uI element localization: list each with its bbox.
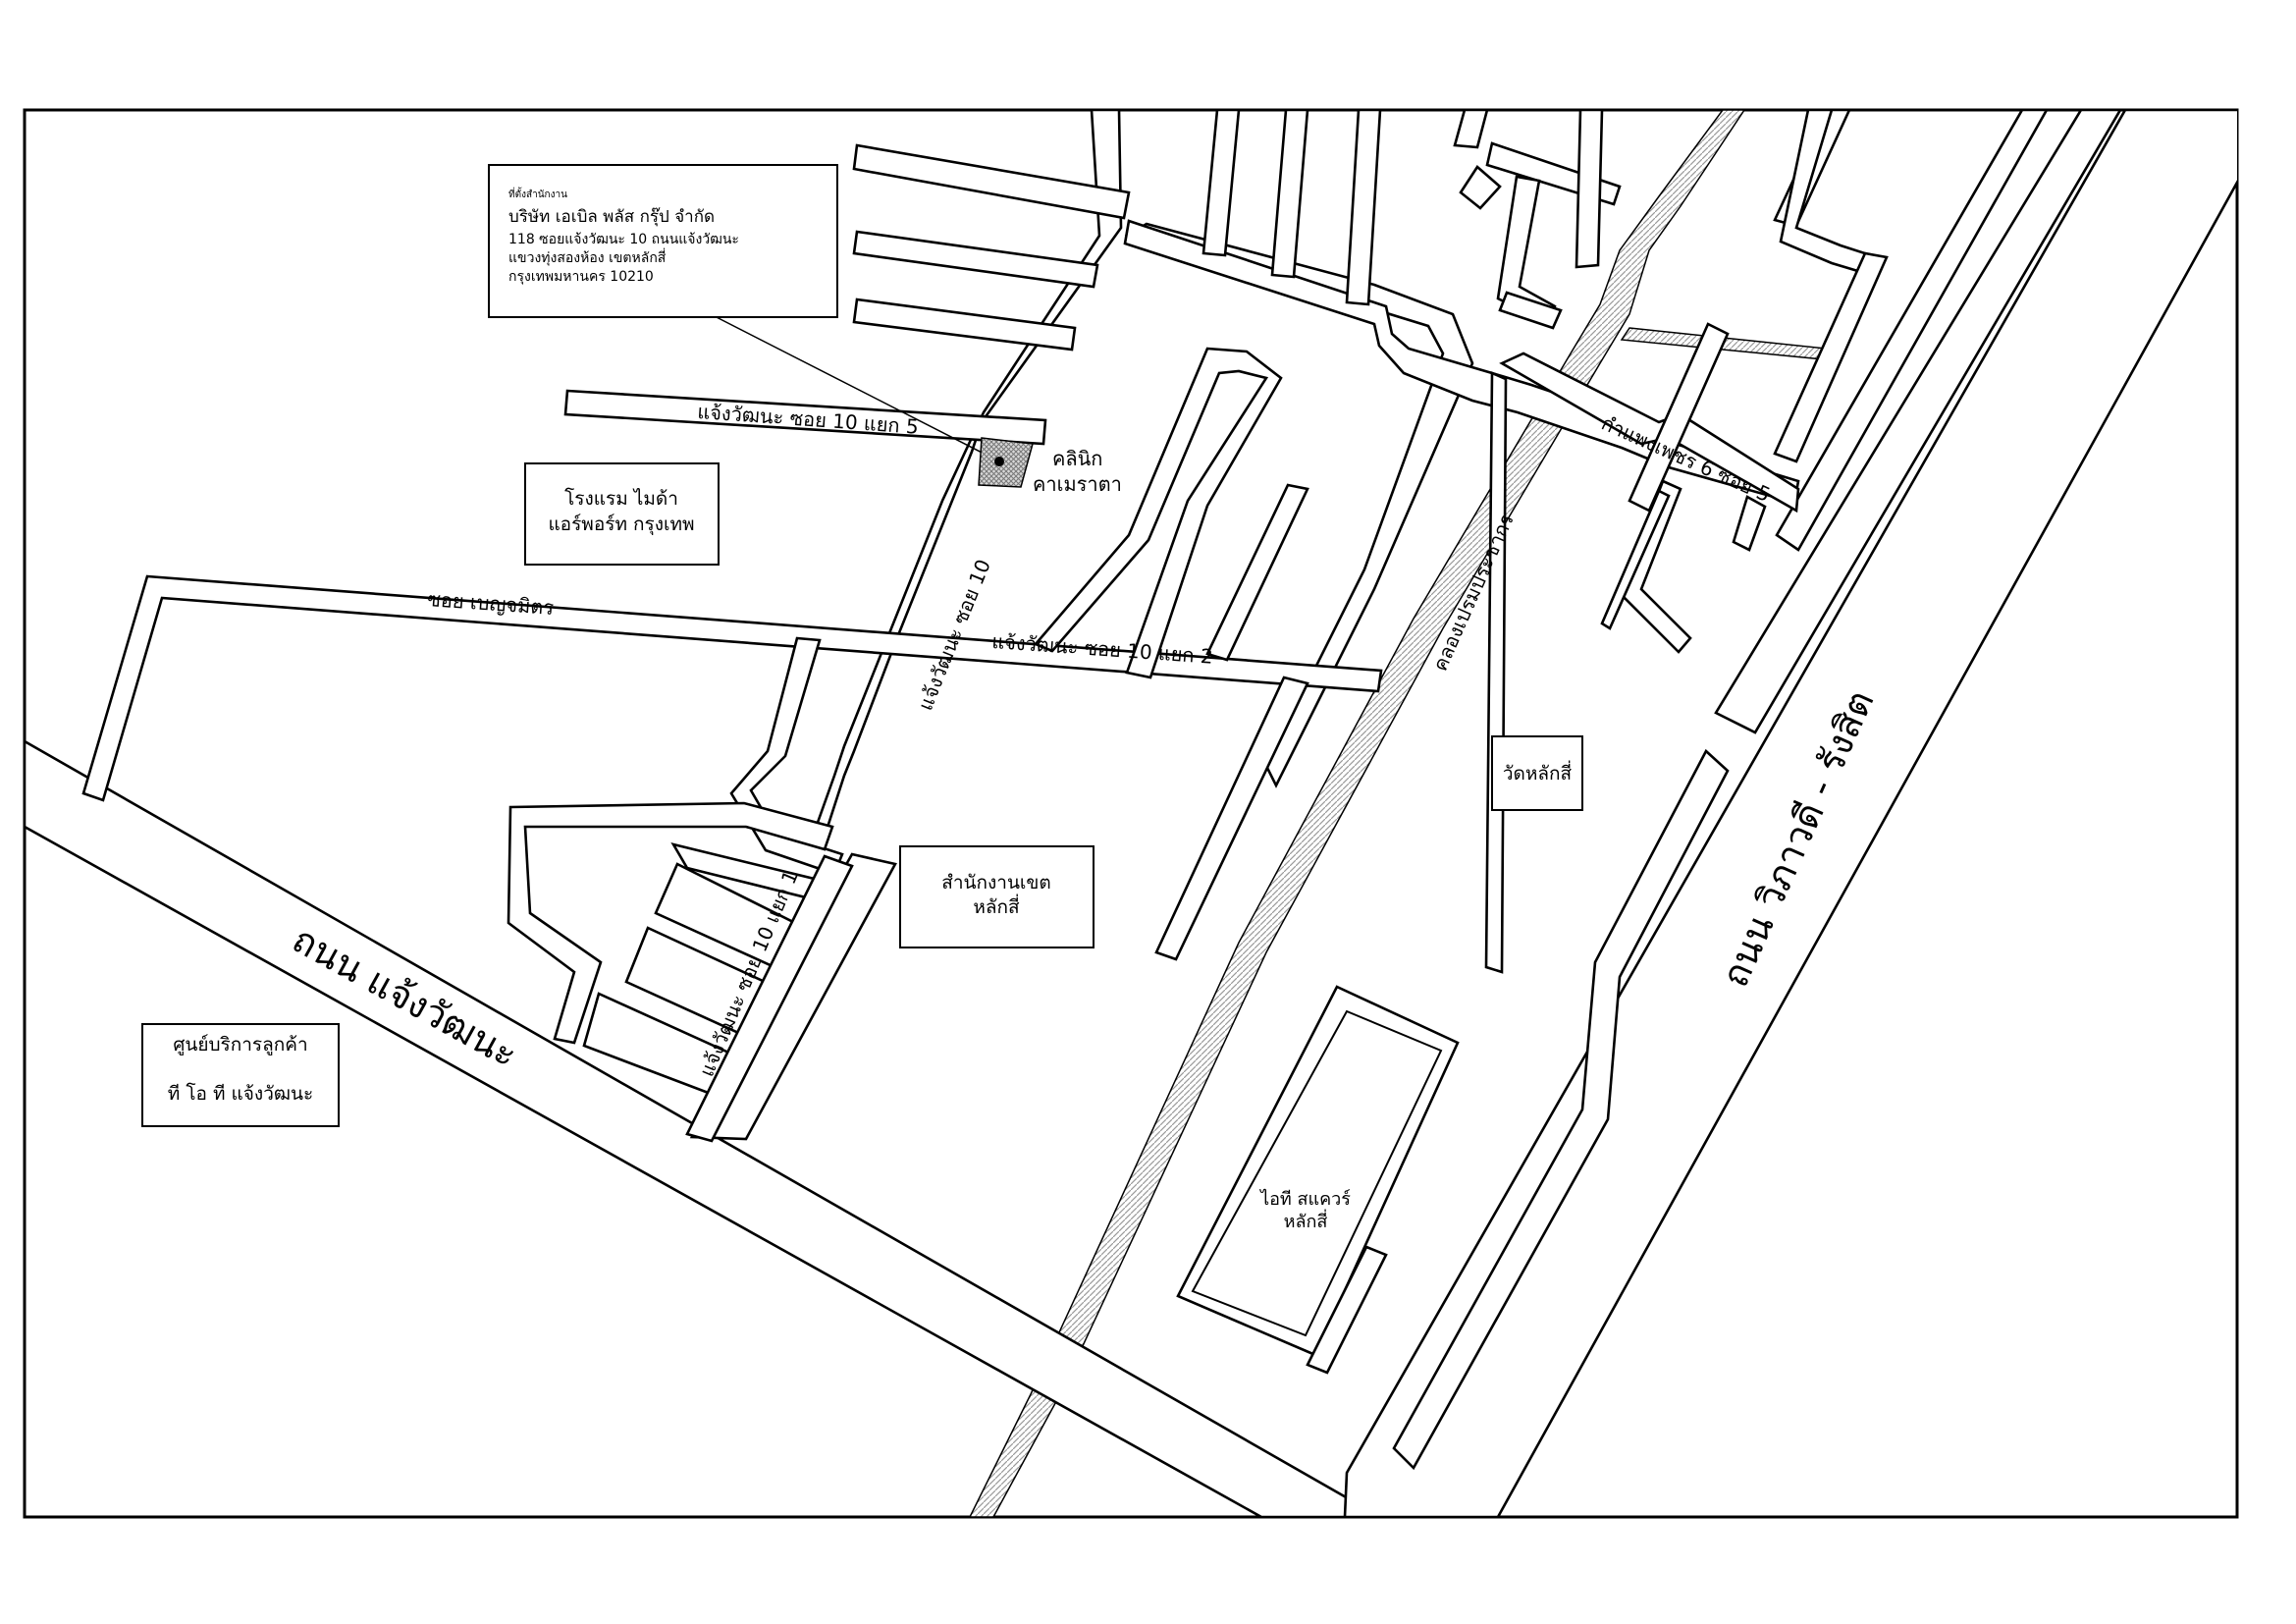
hotel-label-2: แอร์พอร์ท กรุงเทพ [548, 514, 694, 536]
district-office-label-1: สำนักงานเขต [941, 872, 1051, 893]
soi-10-yaek-2-branch-2 [1205, 483, 1309, 662]
soi-top-2 [852, 230, 1099, 289]
tot-label-1: ศูนย์บริการลูกค้า [173, 1034, 307, 1056]
soi-top-3 [852, 298, 1077, 352]
wat-area-road-2 [1484, 371, 1508, 974]
clinic-label-1: คลินิก [1052, 447, 1102, 470]
kamphaeng-phet-6-soi-5 [1499, 352, 1800, 514]
soi-10-yaek-1 [685, 854, 854, 1143]
canal [969, 110, 1745, 1517]
office-location-marker [978, 437, 1034, 488]
hotel-box: โรงแรม ไมด้า แอร์พอร์ท กรุงเทพ [524, 462, 720, 566]
clinic-label-2: คาเมราตา [1033, 472, 1122, 496]
soi-benjamit [81, 574, 1383, 802]
office-company: บริษัท เอเบิล พลัส กรุ๊ป จำกัด [508, 207, 715, 227]
frontage-lane-3 [1775, 110, 2049, 552]
ne-road-5 [1732, 495, 1767, 552]
soi-10-yaek-2-branch-1 [1033, 347, 1283, 679]
soi-10-yaek-2-branch-3 [1154, 676, 1309, 961]
top-branch-3 [1345, 110, 1382, 306]
office-address-1: 118 ซอยแจ้งวัฒนะ 10 ถนนแจ้งวัฒนะ [508, 232, 739, 247]
wat-lak-si-label: วัดหลักสี่ [1503, 760, 1573, 785]
it-square-lane [1306, 1245, 1388, 1375]
top-branch-2 [1270, 110, 1309, 279]
top-branch-8 [1498, 291, 1563, 330]
it-square-label-1: ไอที สแควร์ [1258, 1188, 1351, 1210]
office-address-2: แขวงทุ่งสองห้อง เขตหลักสี่ [508, 248, 667, 266]
frontage-lane-2 [1392, 748, 1730, 1471]
top-branch-1 [1201, 110, 1241, 257]
top-branch-6 [1459, 165, 1502, 210]
it-square-label-2: หลักสี่ [1284, 1209, 1328, 1232]
tot-service-box: ศูนย์บริการลูกค้า ที โอ ที แจ้งวัฒนะ [141, 1023, 340, 1127]
office-address-3: กรุงเทพมหานคร 10210 [508, 269, 654, 285]
tot-label-2: ที โอ ที แจ้งวัฒนะ [168, 1082, 313, 1105]
soi-10-yaek-5 [563, 389, 1047, 446]
office-leader-line [706, 311, 1000, 462]
it-square-inner [1191, 1009, 1443, 1337]
ne-road-6 [1773, 251, 1889, 463]
wat-lak-si-box: วัดหลักสี่ [1491, 735, 1583, 811]
office-heading: ที่ตั้งสำนักงาน [508, 187, 567, 200]
district-office-label-2: หลักสี่ [973, 893, 1020, 918]
wat-area-road [1600, 489, 1671, 630]
soi-top-1 [852, 143, 1131, 220]
district-office-box: สำนักงานเขต หลักสี่ [899, 845, 1095, 948]
south-area-road-2 [507, 801, 834, 1045]
top-branch-9 [1575, 110, 1604, 269]
office-note: ที่ตั้งสำนักงาน บริษัท เอเบิล พลัส กรุ๊ป… [488, 164, 1000, 462]
frontage-lane-1 [1714, 110, 2122, 734]
top-branch-7 [1496, 175, 1557, 326]
top-branch-4 [1453, 110, 1489, 149]
hotel-label-1: โรงแรม ไมด้า [564, 487, 678, 510]
